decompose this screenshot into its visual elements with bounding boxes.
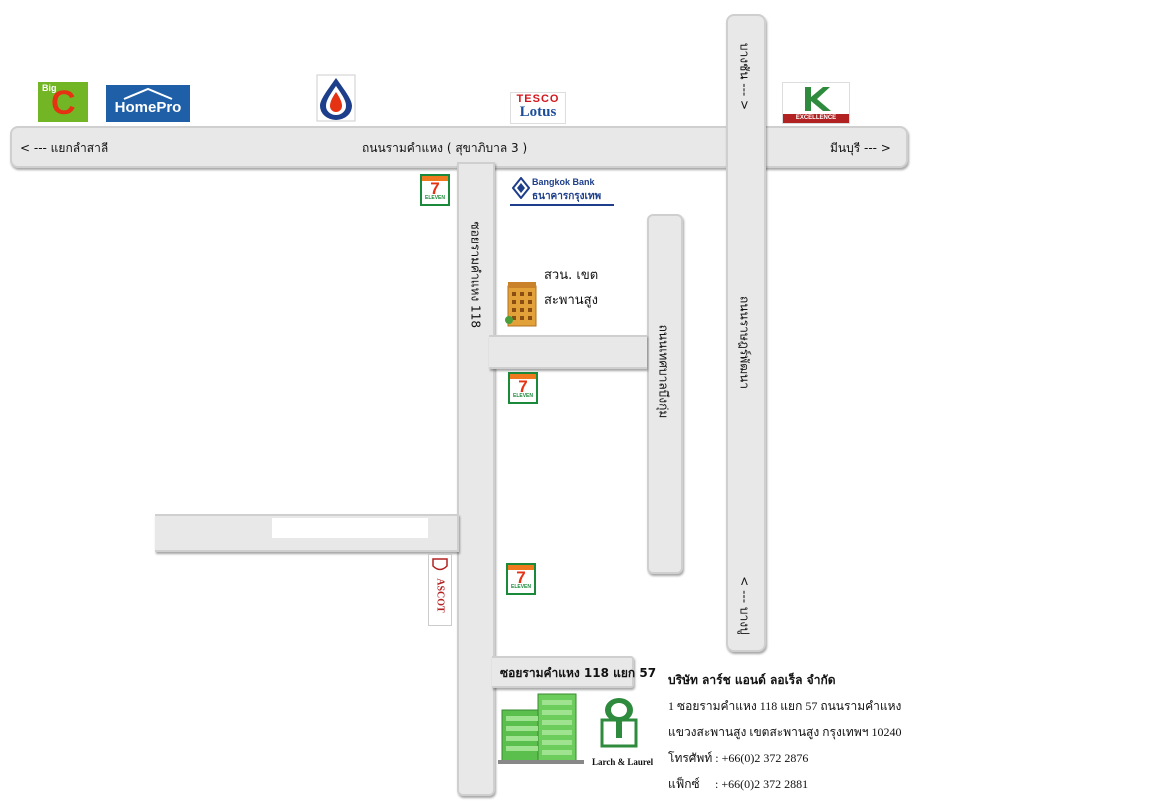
company-fax-row: แฟ็กซ์ : +66(0)2 372 2881 (668, 775, 808, 794)
connector-road (489, 335, 647, 369)
police-station-building-icon (505, 282, 537, 327)
company-name: บริษัท ลาร์ช แอนด์ ลอเร็ล จำกัด (668, 673, 836, 687)
seven-eleven-icon: 7 ELEVEN (506, 563, 536, 595)
right-vertical-road (726, 14, 766, 652)
police-station-label-line2: สะพานสูง (544, 293, 598, 308)
fax-label: แฟ็กซ์ (668, 777, 700, 791)
right-road-top-label: บางชัน --- > (737, 42, 752, 111)
big-c-logo: Big C (38, 82, 88, 122)
phone-number[interactable]: +66(0)2 372 2876 (721, 751, 809, 765)
bangkok-bank-en: Bangkok Bank (532, 177, 595, 187)
company-phone-row: โทรศัพท์ : +66(0)2 372 2876 (668, 749, 808, 768)
tesco-lotus-logo: TESCO Lotus (510, 92, 566, 124)
seven-eleven-icon: 7 ELEVEN (420, 174, 450, 206)
seven-eleven-text: ELEVEN (424, 195, 445, 201)
seven-number: 7 (516, 568, 526, 587)
soi-57-road (492, 656, 634, 688)
left-side-road-highlight (272, 518, 428, 538)
k-letter-icon (805, 87, 831, 111)
bangkok-bank-th: ธนาคารกรุงเทพ (532, 191, 602, 202)
soi-118-road (457, 162, 495, 796)
fax-number: : +66(0)2 372 2881 (715, 777, 809, 791)
larch-laurel-text: Larch & Laurel (592, 757, 654, 767)
homepro-logo: HomePro (106, 85, 190, 122)
ptt-station-icon (316, 74, 356, 122)
seven-eleven-text: ELEVEN (510, 584, 531, 590)
k-excellence-band (783, 114, 849, 123)
soi-57-label: ซอยรามคำแหง 118 แยก 57 (500, 666, 657, 680)
bank-emblem-icon (512, 177, 530, 199)
k-excellence-logo: EXCELLENCE (782, 82, 850, 124)
company-building-icon (498, 693, 584, 764)
inner-road-label: ถนนเทศบาลบึงกุ่ม (656, 324, 671, 419)
big-c-letter: C (51, 84, 76, 122)
inner-vertical-road (647, 214, 683, 574)
company-address-line1: 1 ซอยรามคำแหง 118 แยก 57 ถนนรามคำแหง (668, 699, 902, 713)
seven-eleven-icon: 7 ELEVEN (508, 372, 538, 404)
seven-number: 7 (518, 377, 528, 396)
right-road-bottom-label: < --- บางปู (737, 576, 752, 635)
ascot-text: ASCOT (434, 578, 446, 613)
lotus-text: Lotus (519, 104, 557, 120)
police-station-label-line1: สวน. เขต (544, 268, 599, 283)
homepro-text: HomePro (114, 99, 182, 116)
company-address-line2: แขวงสะพานสูง เขตสะพานสูง กรุงเทพฯ 10240 (668, 725, 902, 739)
main-road-left-label: < --- แยกลำสาลี (20, 141, 109, 155)
tesco-text: TESCO (516, 93, 560, 105)
house-roof-icon (123, 87, 173, 100)
bangkok-bank-logo: Bangkok Bank ธนาคารกรุงเทพ (510, 174, 614, 206)
ascot-crest-icon (432, 558, 448, 571)
phone-label: โทรศัพท์ : (668, 751, 719, 765)
larch-laurel-tree-icon (600, 698, 638, 748)
right-road-mid-label: ถนนราษฎร์พัฒนา (737, 296, 752, 389)
seven-number: 7 (430, 179, 440, 198)
seven-eleven-text: ELEVEN (512, 393, 533, 399)
main-road-name: ถนนรามคำแหง ( สุขาภิบาล 3 ) (362, 141, 528, 155)
main-road-right-label: มีนบุรี --- > (830, 141, 891, 155)
ascot-school-logo: ASCOT (428, 554, 452, 626)
k-excellence-text: EXCELLENCE (795, 115, 837, 121)
soi-118-label: ซอยรามคำแหง 118 (468, 221, 483, 328)
big-c-top-text: Big (42, 83, 57, 93)
